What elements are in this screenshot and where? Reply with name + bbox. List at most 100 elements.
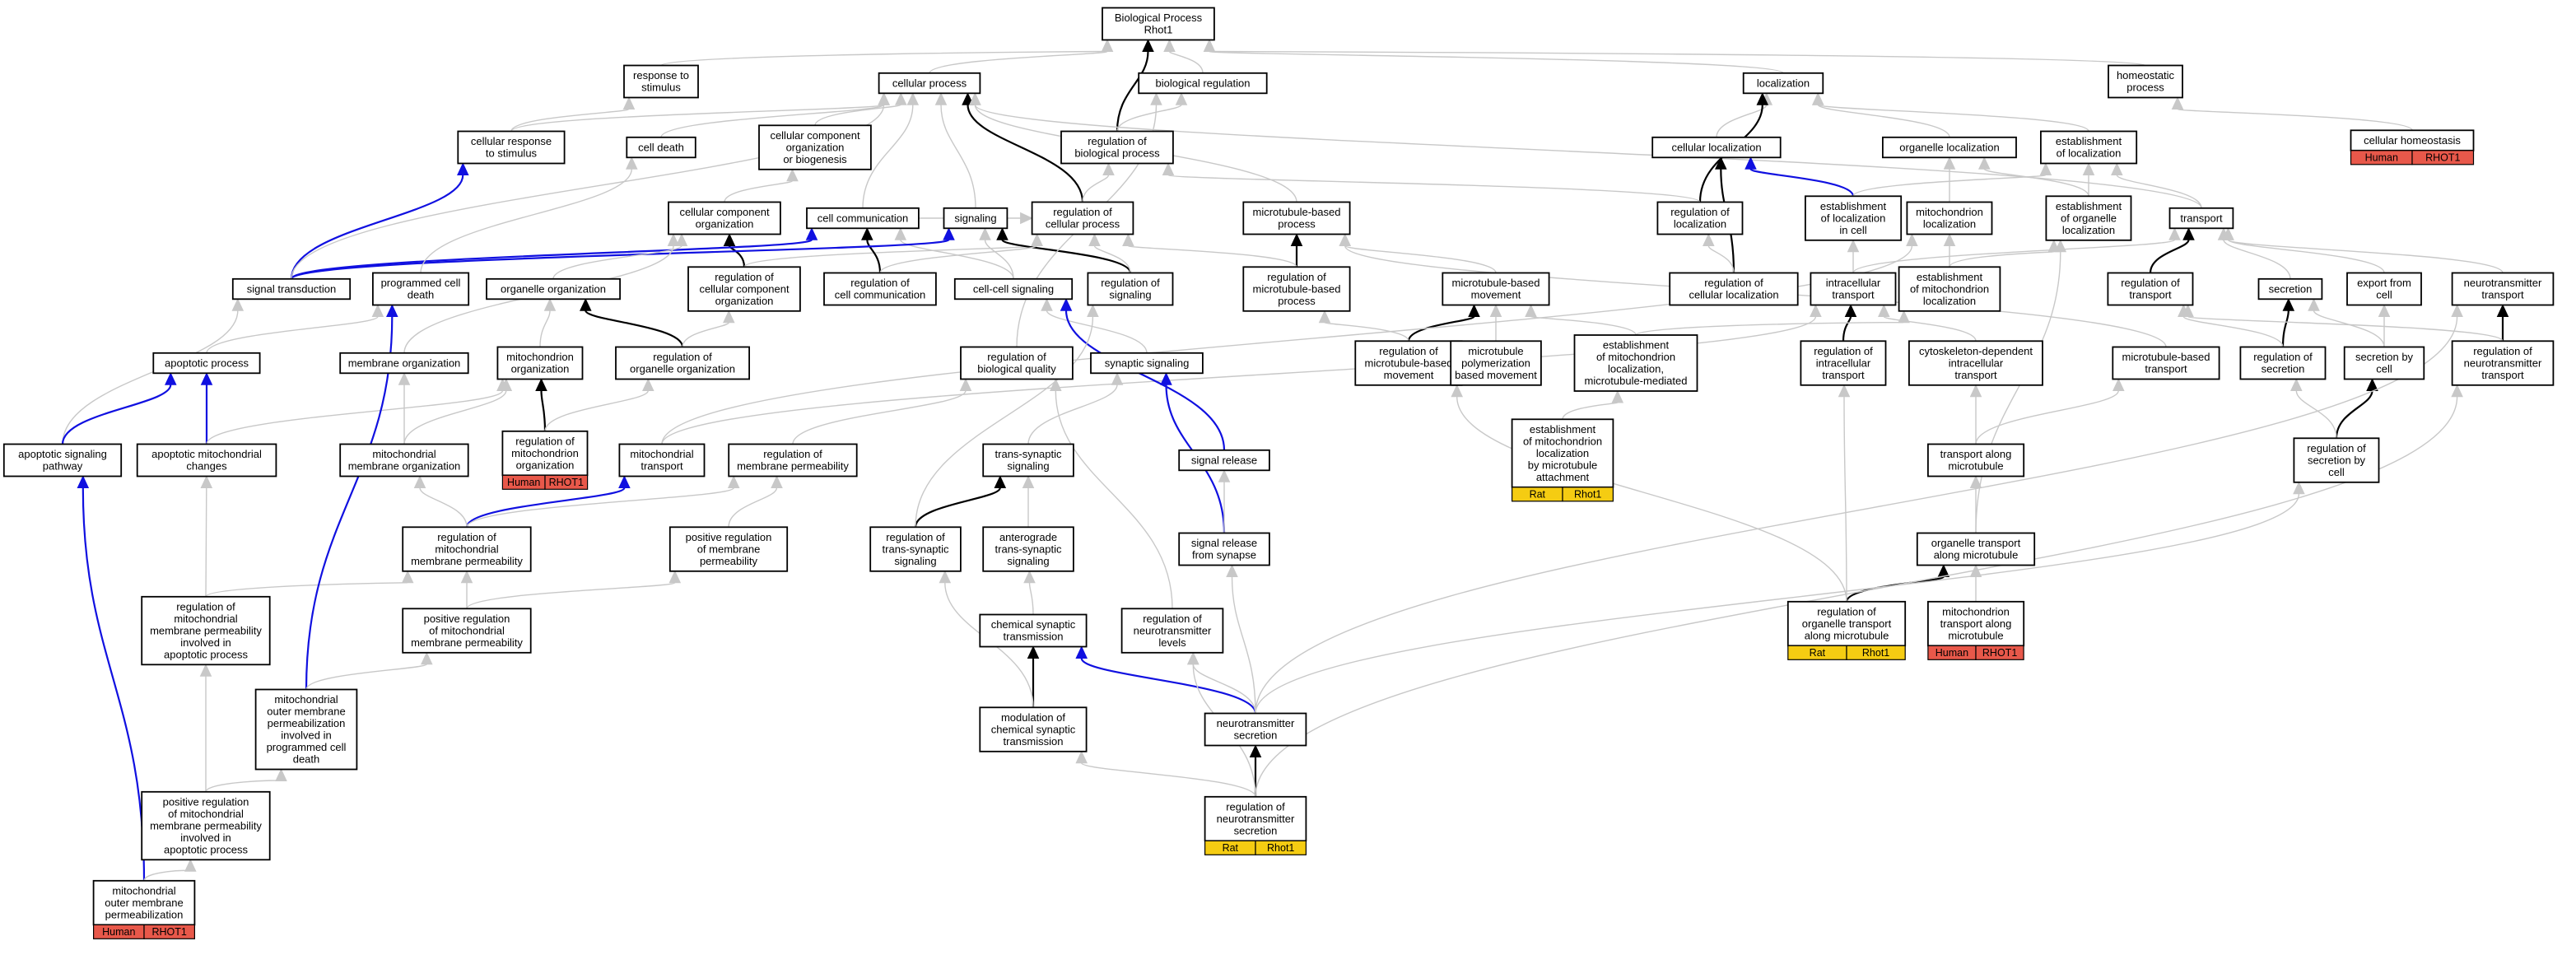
node-label-line: organelle organization xyxy=(630,363,735,375)
go-term-node-cc[interactable]: cell communication xyxy=(806,207,920,230)
go-term-node-rmito[interactable]: regulation ofmitochondrionorganizationHu… xyxy=(501,430,589,490)
node-box xyxy=(823,272,937,306)
node-label-line: cellular component xyxy=(770,129,860,142)
go-term-node-br[interactable]: biological regulation xyxy=(1138,72,1268,95)
edge-arrowhead xyxy=(1162,162,1175,175)
node-label-line: of organelle xyxy=(2061,212,2117,224)
edge-arrowhead xyxy=(543,298,557,311)
edge-line xyxy=(465,487,626,528)
edge-line xyxy=(792,390,967,445)
go-term-node-cd[interactable]: cell death xyxy=(626,136,696,159)
edge-arrowhead xyxy=(2282,298,2295,311)
go-term-node-st[interactable]: signal transduction xyxy=(231,277,352,300)
go-term-node-sig[interactable]: signaling xyxy=(943,207,1009,230)
edge-arrowhead xyxy=(2171,96,2184,109)
go-term-node-cl[interactable]: cellular localization xyxy=(1651,136,1782,159)
go-term-node-oo[interactable]: organelle organization xyxy=(486,277,622,300)
go-term-node-ccs[interactable]: cell-cell signaling xyxy=(953,277,1074,300)
go-term-node-ss[interactable]: synaptic signaling xyxy=(1090,352,1204,375)
node-box xyxy=(1178,532,1270,566)
go-term-node-mo[interactable]: membrane organization xyxy=(339,352,469,375)
go-term-node-sec[interactable]: secretion xyxy=(2257,277,2323,300)
go-term-node-cdit[interactable]: cytoskeleton-dependentintracellulartrans… xyxy=(1908,340,2043,386)
node-label-line: of mitochondrion xyxy=(1910,282,1989,295)
go-term-node-rnts[interactable]: regulation ofneurotransmittersecretionRa… xyxy=(1204,795,1307,855)
go-term-node-tr[interactable]: transport xyxy=(2168,207,2234,230)
go-term-node-sr[interactable]: signal release xyxy=(1178,449,1270,472)
edge-eorgl-to-ol xyxy=(1978,156,2089,197)
go-term-node-ol[interactable]: organelle localization xyxy=(1881,136,2017,159)
node-label-line: microtubule-mediated xyxy=(1584,375,1687,387)
go-term-node-ap[interactable]: apoptotic process xyxy=(152,352,261,375)
go-term-node-loc[interactable]: localization xyxy=(1742,72,1824,95)
edge-line xyxy=(290,175,464,279)
node-label-line: regulation of xyxy=(1267,271,1326,283)
go-term-node-cp[interactable]: cellular process xyxy=(878,72,981,95)
